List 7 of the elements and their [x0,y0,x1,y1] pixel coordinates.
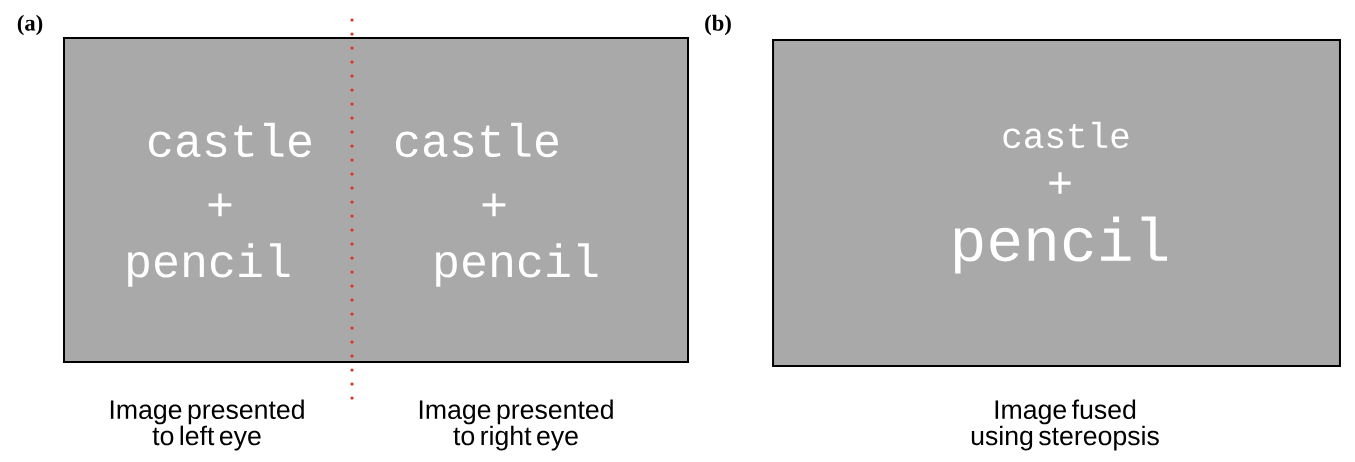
caption: Image presented to right eye [419,399,613,451]
panel-letter: (a) [17,14,43,36]
panel-letter: (b) [705,14,731,36]
image-panel: castle + pencil castle + pencil [63,37,689,363]
caption: Image fused using stereopsis [971,399,1159,451]
caption: Image presented to left eye [110,399,304,451]
image-panel: castle + pencil [772,39,1341,367]
